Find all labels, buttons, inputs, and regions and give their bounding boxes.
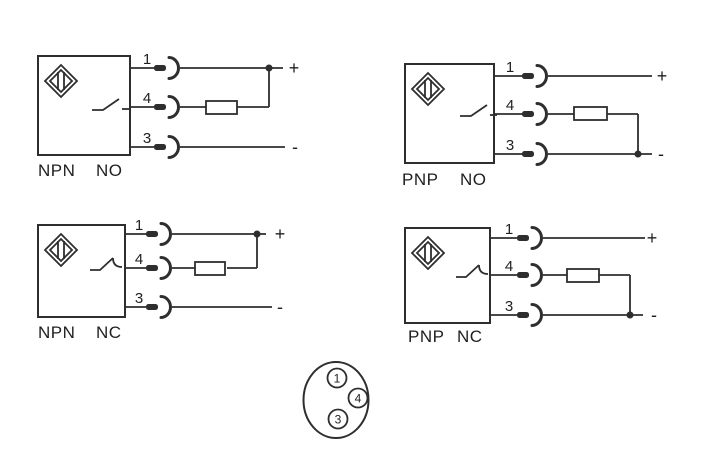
connector-face-view: 1 4 3: [302, 361, 370, 439]
pin-4-label: 4: [135, 251, 143, 268]
sensor-body-box: [37, 55, 131, 156]
proximity-sensor-icon: [43, 63, 79, 99]
proximity-sensor-icon: [43, 232, 79, 268]
positive-terminal-label: +: [289, 58, 300, 78]
load-resistor: [205, 100, 238, 115]
transistor-type-label: NPN: [38, 323, 75, 342]
connector-pin-1-label: 1: [334, 372, 341, 386]
connector-plug-icon: [152, 135, 180, 159]
sensor-body-box: [37, 224, 126, 318]
wire-pin3: [490, 311, 643, 319]
load-resistor: [566, 268, 600, 283]
connector-plug-icon: [520, 142, 548, 166]
negative-terminal-label: -: [292, 137, 298, 157]
connector-pin-1: 1: [326, 367, 348, 389]
positive-terminal-label: +: [647, 228, 658, 248]
pin-1-label: 1: [143, 51, 151, 68]
connector-pin-3-label: 3: [335, 413, 342, 427]
proximity-sensor-icon: [410, 71, 446, 107]
pin-1-label: 1: [135, 217, 143, 234]
pin-3-label: 3: [505, 298, 513, 315]
positive-terminal-label: +: [657, 66, 668, 86]
junction-dot: [626, 311, 634, 319]
contact-type-label: NC: [96, 323, 122, 342]
connector-plug-icon: [515, 303, 543, 327]
transistor-type-label: PNP: [402, 170, 438, 189]
connector-plug-icon: [144, 295, 172, 319]
no-contact-icon: [92, 98, 129, 111]
negative-terminal-label: -: [277, 297, 283, 317]
load-resistor: [573, 106, 608, 121]
connector-plug-icon: [515, 226, 543, 250]
connector-plug-icon: [515, 263, 543, 287]
wire-pin4: [494, 106, 639, 154]
wire-pin1: [125, 230, 266, 269]
connector-plug-icon: [152, 95, 180, 119]
connector-housing-circle: [302, 361, 370, 439]
wire-pin4: [130, 100, 238, 115]
junction-dot: [253, 230, 261, 238]
pin-1-label: 1: [506, 59, 514, 76]
connector-pin-4: 4: [347, 387, 369, 409]
sensor-body-box: [404, 227, 491, 324]
connector-plug-icon: [144, 256, 172, 280]
contact-type-label: NO: [96, 161, 123, 180]
connector-pin-3: 3: [327, 408, 349, 430]
pin-4-label: 4: [143, 90, 151, 107]
connector-plug-icon: [520, 64, 548, 88]
positive-terminal-label: +: [275, 224, 286, 244]
connector-plug-icon: [520, 102, 548, 126]
connector-plug-icon: [144, 222, 172, 246]
negative-terminal-label: -: [658, 144, 664, 164]
pin-3-label: 3: [506, 137, 514, 154]
negative-terminal-label: -: [651, 305, 657, 325]
transistor-type-label: NPN: [38, 161, 75, 180]
connector-plug-icon: [152, 56, 180, 80]
connector-pin-4-label: 4: [355, 392, 362, 406]
pin-4-label: 4: [505, 258, 513, 275]
wire-pin4: [490, 268, 631, 315]
sensor-body-box: [404, 63, 495, 164]
no-contact-icon: [460, 104, 497, 117]
junction-dot: [265, 64, 273, 72]
wiring-diagram-npn-nc: 1 4 3 + - NPN NC: [37, 217, 286, 342]
wire-pin4: [125, 261, 226, 276]
wire-pin1: [130, 64, 283, 108]
wiring-diagram-pnp-nc: 1 4 3 + - PNP NC: [404, 221, 658, 346]
junction-dot: [634, 150, 642, 158]
contact-type-label: NC: [457, 327, 483, 346]
pin-3-label: 3: [143, 130, 151, 147]
proximity-sensor-icon: [410, 235, 446, 271]
contact-type-label: NO: [460, 170, 487, 189]
load-resistor: [194, 261, 226, 276]
transistor-type-label: PNP: [408, 327, 444, 346]
wiring-diagram-npn-no: 1 4 3 + - NPN NO: [37, 51, 300, 180]
nc-contact-icon: [90, 257, 123, 271]
nc-contact-icon: [456, 264, 489, 278]
pin-1-label: 1: [505, 221, 513, 238]
pin-4-label: 4: [506, 97, 514, 114]
wire-pin3: [494, 150, 652, 158]
pin-3-label: 3: [135, 290, 143, 307]
wiring-diagram-pnp-no: 1 4 3 + - PNP NO: [402, 59, 667, 189]
